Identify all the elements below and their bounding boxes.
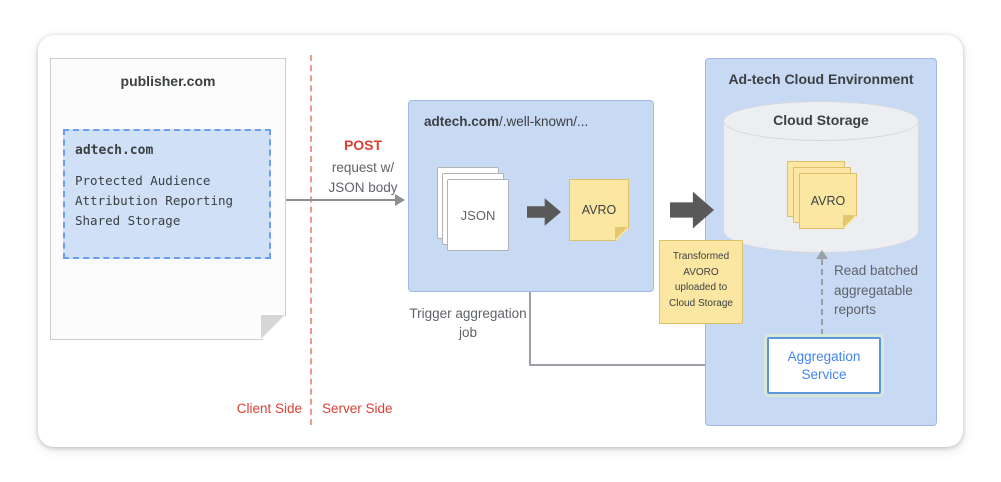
read-reports-arrowhead-icon xyxy=(816,250,828,259)
aggregation-service-label: Aggregation Service xyxy=(787,348,861,382)
adtech-api-line: Attribution Reporting xyxy=(75,193,234,208)
json-label: JSON xyxy=(460,207,496,223)
trigger-aggregation-label: Trigger aggregation job xyxy=(409,306,527,340)
note-fold-corner-icon xyxy=(843,215,856,228)
avro-label: AVRO xyxy=(581,203,617,217)
post-desc-line: JSON body xyxy=(328,179,398,195)
adtech-endpoint-box: adtech.com/.well-known/... JSON AVRO xyxy=(408,100,654,292)
trigger-connector-horizontal xyxy=(529,364,757,366)
client-side-label: Client Side xyxy=(236,401,302,416)
diagram-card: publisher.com adtech.com Protected Audie… xyxy=(38,35,963,447)
json-doc-stack: JSON xyxy=(437,167,513,253)
adtech-box-title: adtech.com xyxy=(75,143,154,158)
avro-note: AVRO xyxy=(569,179,629,241)
endpoint-title: adtech.com/.well-known/... xyxy=(424,114,588,129)
request-arrowhead-icon xyxy=(395,194,405,206)
transform-note: Transformed AVORO uploaded to Cloud Stor… xyxy=(659,240,743,324)
endpoint-domain: adtech.com xyxy=(424,114,500,129)
post-desc-line: request w/ xyxy=(331,160,395,175)
client-server-divider xyxy=(310,55,312,425)
request-arrow-line xyxy=(286,199,396,201)
adtech-api-line: Protected Audience xyxy=(75,173,211,188)
server-side-label: Server Side xyxy=(322,401,393,416)
cloud-environment-panel: Ad-tech Cloud Environment Cloud Storage … xyxy=(705,58,937,426)
publisher-page: publisher.com adtech.com Protected Audie… xyxy=(50,58,286,340)
post-request-label: POST request w/ JSON body xyxy=(316,137,410,197)
cloud-storage-label: Cloud Storage xyxy=(773,112,869,128)
publisher-title: publisher.com xyxy=(120,73,216,89)
post-method-label: POST xyxy=(343,137,383,153)
json-doc-front: JSON xyxy=(447,179,509,251)
avro-note-stack: AVRO xyxy=(787,161,859,231)
trigger-connector-vertical xyxy=(529,292,531,366)
avro-label: AVRO xyxy=(810,194,846,208)
adtech-api-line: Shared Storage xyxy=(75,213,181,228)
avro-note-front: AVRO xyxy=(799,173,857,229)
aggregation-service-box: Aggregation Service xyxy=(767,337,881,394)
json-to-avro-arrow-icon xyxy=(527,198,561,226)
cloud-environment-title: Ad-tech Cloud Environment xyxy=(728,71,914,87)
publisher-adtech-apis-box: adtech.com Protected Audience Attributio… xyxy=(63,129,271,259)
read-reports-dashed-arrow xyxy=(821,259,823,335)
cylinder-top-ellipse xyxy=(723,101,919,141)
note-fold-corner-icon xyxy=(615,227,628,240)
endpoint-path: /.well-known/... xyxy=(499,114,589,129)
cloud-storage-cylinder: Cloud Storage AVRO xyxy=(723,101,919,253)
read-reports-label: Read batched aggregatable reports xyxy=(834,263,919,318)
page-fold-corner-icon xyxy=(261,315,285,339)
